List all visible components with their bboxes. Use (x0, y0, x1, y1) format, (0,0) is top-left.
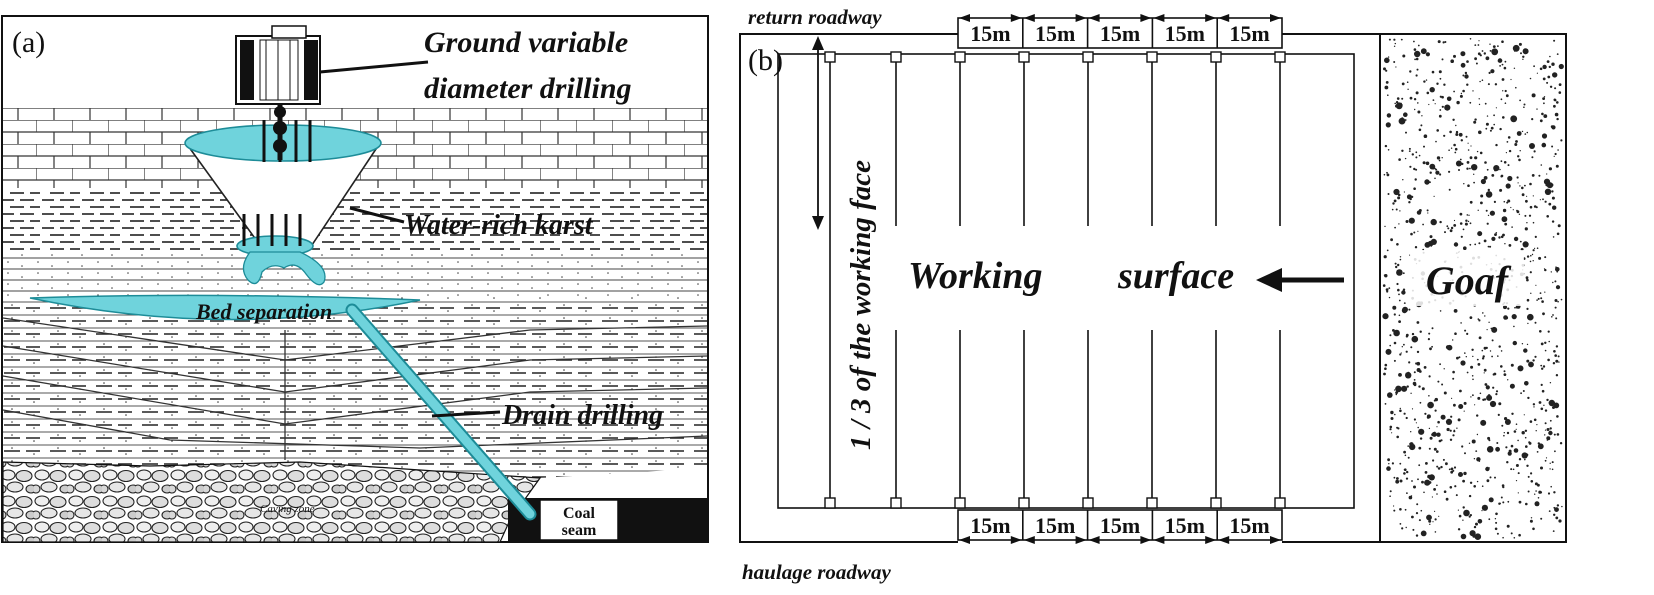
borehole-marker-top (1210, 51, 1222, 63)
borehole-marker-top (1274, 51, 1286, 63)
top-spacing-label: 15m (1165, 21, 1205, 46)
sandstone-layer (3, 252, 707, 296)
bottom-spacing-arrow (1153, 536, 1165, 544)
drilling-rig (235, 25, 321, 160)
drilling-label-line1: Ground variable (424, 26, 628, 59)
top-spacing-arrow (1010, 14, 1022, 22)
caving-zone-label: Caving zone (260, 503, 315, 515)
surface-label-bg (1108, 248, 1254, 304)
caving-zone (2, 461, 542, 543)
coal-seam-box (539, 499, 619, 541)
borehole-marker-bottom (1082, 497, 1094, 509)
third-of-face-label: 1 / 3 of the working face (845, 160, 877, 450)
top-spacing-arrow (1140, 14, 1152, 22)
borehole-marker-top (1082, 51, 1094, 63)
top-spacing-label: 15m (1035, 21, 1075, 46)
haulage-roadway-gap (958, 537, 1282, 547)
bottom-spacing-label: 15m (1035, 513, 1075, 538)
third-arrow-up (812, 36, 824, 50)
working-label-bg (896, 248, 1056, 304)
top-spacing-arrow (1270, 14, 1281, 22)
goaf-rubble (1382, 38, 1564, 540)
return-roadway-label: return roadway (748, 5, 882, 29)
bottom-spacing-arrow (1218, 536, 1230, 544)
karst-label: Water-rich karst (404, 210, 594, 241)
bottom-spacing-arrow (1023, 536, 1035, 544)
surface-label: surface (1117, 255, 1234, 297)
borehole-marker-top (890, 51, 902, 63)
top-spacing-label: 15m (1100, 21, 1140, 46)
advance-direction-arrowhead (1256, 268, 1282, 292)
strata-fold-lines (2, 317, 708, 460)
borehole-marker-top (954, 51, 966, 63)
mudstone-layer (3, 188, 707, 252)
bed-separation-label: Bed separation (195, 299, 332, 324)
drilling-label-line2: diameter drilling (424, 72, 632, 105)
working-label: Working (908, 255, 1042, 297)
panel-b-letter: (b) (748, 44, 783, 77)
bottom-spacing-arrow (1140, 536, 1152, 544)
top-spacing-label: 15m (970, 21, 1010, 46)
borehole-marker-bottom (1018, 497, 1030, 509)
top-spacing-arrow (959, 14, 970, 22)
bottom-spacing-arrow (1075, 536, 1087, 544)
working-face-outline (777, 53, 1355, 509)
water-drip (242, 251, 326, 286)
borehole-marker-top (1146, 51, 1158, 63)
bottom-spacing-arrow (1088, 536, 1100, 544)
bottom-spacing-arrow (1010, 536, 1022, 544)
borehole-marker-top (1018, 51, 1030, 63)
panel-b: 15m 15m 15m 15m 15m 15m 15m 15m 15m 15m return r… (739, 5, 1567, 584)
bottom-spacing-label: 15m (970, 513, 1010, 538)
folded-strata (3, 296, 707, 478)
goaf-label-bg (1410, 250, 1524, 306)
coal-seam-label-line2: seam (562, 522, 597, 539)
bottom-spacing-arrow (959, 536, 970, 544)
bottom-spacing-label: 15m (1229, 513, 1269, 538)
top-spacing-arrow (1075, 14, 1087, 22)
borehole-marker-bottom (1146, 497, 1158, 509)
top-spacing-arrow (1153, 14, 1165, 22)
borehole-marker-bottom (1274, 497, 1286, 509)
borehole-marker-top (824, 51, 836, 63)
bed-separation (29, 294, 421, 321)
borehole-marker-bottom (824, 497, 836, 509)
bottom-spacing-label: 15m (1165, 513, 1205, 538)
top-spacing-row: 15m 15m 15m 15m 15m (957, 14, 1283, 49)
haulage-roadway-label: haulage roadway (742, 560, 891, 584)
panel-a: Caving zone Coal seam (1, 15, 709, 543)
drain-leader-line (431, 410, 501, 418)
top-spacing-arrow (1088, 14, 1100, 22)
borehole-marker-bottom (890, 497, 902, 509)
top-spacing-arrow (1218, 14, 1230, 22)
borehole-marker-bottom (954, 497, 966, 509)
coal-seam-label-line1: Coal (563, 505, 596, 522)
borehole-marker-bottom (1210, 497, 1222, 509)
bottom-spacing-label: 15m (1100, 513, 1140, 538)
bottom-spacing-arrow (1205, 536, 1217, 544)
karst-leader-line (349, 206, 405, 224)
top-spacing-arrow (1205, 14, 1217, 22)
panel-a-letter: (a) (12, 26, 45, 59)
drain-drilling-label: Drain drilling (501, 400, 663, 431)
borehole-lines (824, 51, 1286, 509)
top-spacing-label: 15m (1229, 21, 1269, 46)
drilling-leader-line (319, 60, 429, 74)
bottom-spacing-row: 15m 15m 15m 15m 15m (957, 509, 1283, 544)
drain-pipe (347, 305, 535, 519)
bottom-spacing-arrow (1270, 536, 1281, 544)
third-arrow-down (812, 216, 824, 230)
goaf-label: Goaf (1426, 258, 1512, 303)
top-spacing-arrow (1023, 14, 1035, 22)
